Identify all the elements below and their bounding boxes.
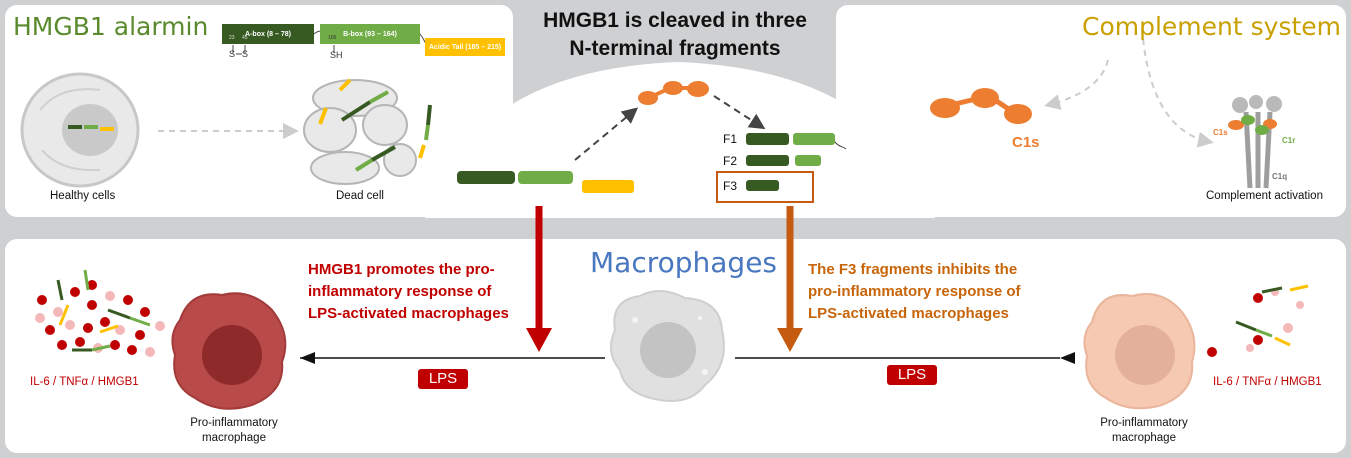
sulfur-right: S — [242, 49, 249, 59]
b-box-label: B-box (93 – 164) — [343, 31, 397, 38]
c1q-label: C1q — [1272, 172, 1288, 181]
cytokines-left-label: IL-6 / TNFα / HMGB1 — [30, 376, 139, 388]
sulfur-left: S — [229, 49, 236, 59]
pro-inflammatory-right-line1: Pro-inflammatory — [1100, 417, 1188, 429]
pro-inflammatory-left-line1: Pro-inflammatory — [190, 417, 278, 429]
lps-badge-right: LPS — [887, 365, 937, 385]
cytokines-right-label: IL-6 / TNFα / HMGB1 — [1213, 376, 1322, 388]
cytokines-right-graphic — [1207, 284, 1309, 357]
fragment-f1-label: F1 — [723, 132, 738, 146]
c1-complex-graphic — [1228, 95, 1282, 189]
healthy-cells-label: Healthy cells — [50, 190, 116, 202]
c1s-small-label: C1s — [1213, 128, 1228, 137]
f3-inhibits-line2: pro-inflammatory response of — [808, 283, 1021, 300]
c1s-center-graphic — [638, 81, 709, 105]
hmgb1-alarmin-title: HMGB1 alarmin — [13, 12, 209, 41]
f3-inhibits-line3: LPS-activated macrophages — [808, 305, 1009, 322]
sh-group: SH — [330, 50, 343, 60]
hmgb1-promotes-line1: HMGB1 promotes the pro- — [308, 261, 495, 278]
acidic-tail-label: Acidic Tail (185 – 215) — [428, 44, 502, 51]
complement-panel — [836, 5, 1346, 217]
a-box-label: A-box (8 – 78) — [245, 31, 291, 38]
center-title-line1: HMGB1 is cleaved in three — [543, 9, 807, 32]
dead-cell-label: Dead cell — [336, 190, 384, 202]
pro-inflammatory-left-line2: macrophage — [202, 432, 266, 444]
full-hmgb1-graphic — [457, 171, 634, 193]
pro-inflammatory-macrophage-right-graphic — [1083, 293, 1196, 410]
c1s-large-label: C1s — [1012, 134, 1040, 151]
hmgb1-promotes-line2: inflammatory response of — [308, 283, 492, 300]
pro-inflammatory-right-line2: macrophage — [1112, 432, 1176, 444]
healthy-cell-graphic — [20, 72, 140, 188]
hmgb1-promotes-line3: LPS-activated macrophages — [308, 305, 509, 322]
complement-title: Complement system — [1082, 12, 1342, 41]
cytokines-left-graphic — [35, 269, 165, 357]
f3-inhibits-line1: The F3 fragments inhibits the — [808, 261, 1018, 278]
dead-cell-graphic — [303, 78, 432, 185]
fragments-graphic — [716, 133, 847, 203]
fragment-f2-label: F2 — [723, 154, 738, 168]
c1s-large-graphic — [930, 88, 1032, 124]
fragment-f3-label: F3 — [723, 179, 738, 193]
macrophages-title: Macrophages — [590, 246, 778, 279]
resting-macrophage-graphic — [610, 290, 725, 402]
center-title-line2: N-terminal fragments — [569, 37, 781, 60]
residue-45: 45 — [242, 35, 248, 41]
c1r-label: C1r — [1282, 136, 1296, 145]
residue-106: 106 — [328, 35, 337, 41]
lps-badge-left: LPS — [418, 369, 468, 389]
pro-inflammatory-macrophage-left-graphic — [171, 292, 287, 410]
hmgb1-domain-structure — [222, 24, 505, 56]
complement-activation-label: Complement activation — [1206, 190, 1323, 202]
residue-23: 23 — [229, 35, 235, 41]
